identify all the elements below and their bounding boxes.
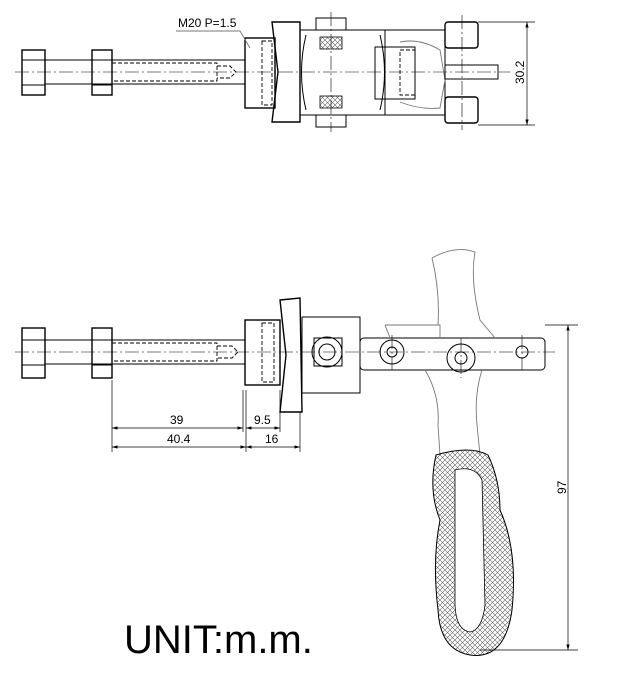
handle-upper [431, 249, 496, 339]
lock-nut [91, 327, 113, 379]
dim-39: 39 [170, 413, 184, 427]
threaded-bushing [244, 37, 276, 109]
bolt-head [21, 49, 46, 96]
pin-head-bottom [444, 96, 479, 124]
mount-hex [279, 297, 303, 413]
handle-shaft [424, 369, 483, 456]
bolt-head [21, 327, 46, 379]
dim-16: 16 [265, 432, 279, 446]
top-view: 30.2 M20 P=1.5 [15, 12, 535, 132]
dim-40-4: 40.4 [167, 432, 191, 446]
thread-label: M20 P=1.5 [178, 16, 237, 30]
side-view: 97 [15, 249, 578, 656]
dim-height-top: 30.2 [513, 60, 527, 84]
dim-handle-height: 97 [555, 480, 569, 494]
length-dimensions: 39 40.4 9.5 16 [111, 380, 301, 452]
lock-nut [91, 49, 113, 96]
pin-head-top [444, 21, 479, 49]
unit-label: UNIT:m.m. [124, 618, 313, 662]
body-block [301, 316, 361, 394]
threaded-bushing [244, 319, 281, 386]
mount-hex [271, 21, 301, 123]
arm [359, 337, 546, 371]
dim-9-5: 9.5 [254, 413, 271, 427]
